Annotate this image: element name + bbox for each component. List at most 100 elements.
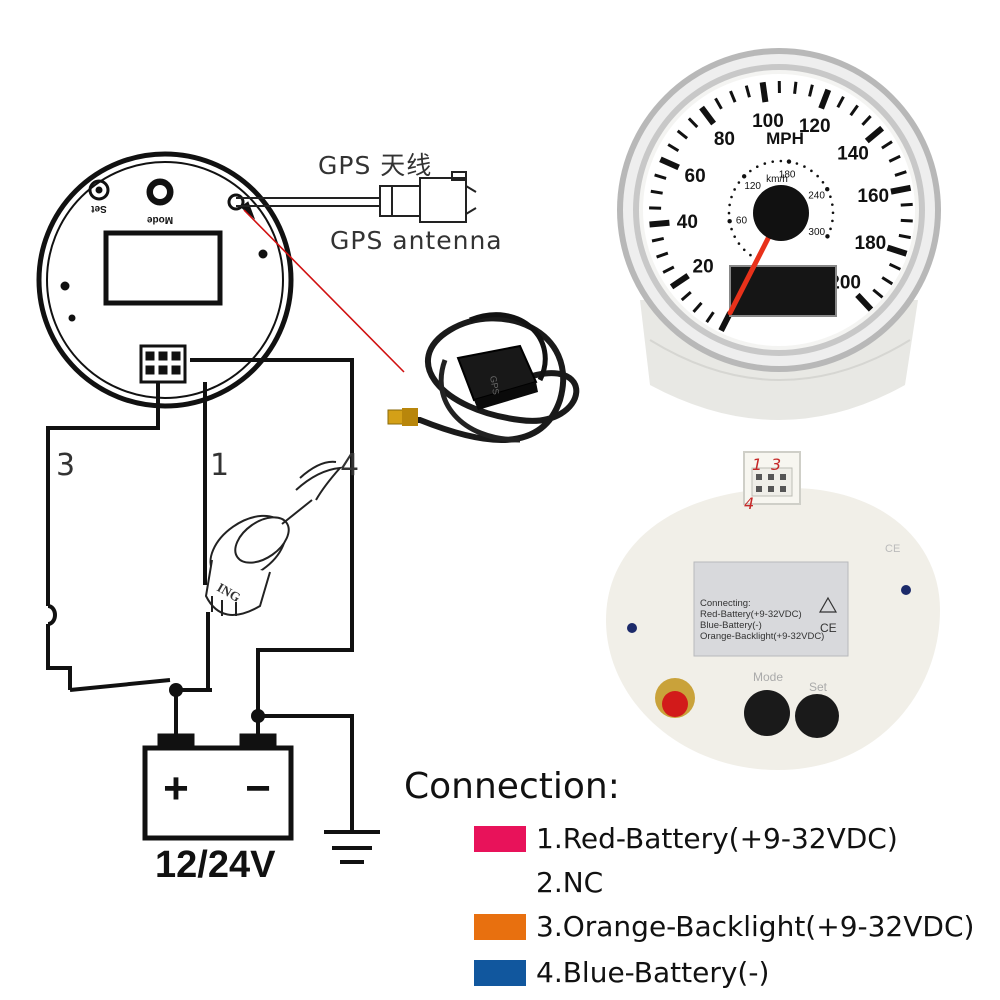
speedo-outer-tick-label: 180 [855,233,887,254]
speedo-inner-dot [825,186,830,192]
speedo-tick [654,173,667,180]
back-mode-label: Mode [753,670,783,684]
connection-title: Connection: [404,766,620,807]
speedo-tick [759,81,769,103]
speedo-tick [888,154,901,163]
speedo-ticks [649,80,913,332]
ignition-switch [204,460,343,616]
speedo-inner-dot [727,211,731,215]
speedo-outer-tick-label: 40 [677,212,698,233]
legend-item-orange: 3.Orange-Backlight(+9-32VDC) [474,910,974,943]
speedo-tick [900,218,913,223]
speedo-lcd [729,265,837,317]
speedo-inner-dot [816,174,819,178]
speedo-tick [881,140,893,150]
antenna-module-text: GPS [488,375,501,395]
speedo-tick [729,90,737,103]
speedo-inner-dot [795,162,799,165]
speedo-tick [898,233,911,240]
label-plate-text: Connecting: Red-Battery(+9-32VDC) Blue-B… [700,598,824,642]
speedo-tick [651,236,665,243]
speedometer-photo: 020406080100120140160180200 601201802403… [617,48,941,420]
speedo-outer-tick-label: 140 [837,144,869,165]
speedo-tick [855,292,874,312]
mode-label: Mode [147,214,174,225]
legend-text: 2.NC [536,866,604,899]
plate-ce-mark: CE [820,621,837,635]
speedo-outer-labels: 020406080100120140160180200 [677,111,889,309]
battery-voltage: 12/24V [155,844,276,886]
speedo-tick [808,84,814,97]
kmh-label: km/h [766,174,788,185]
speedo-outer-tick-label: 60 [685,166,706,187]
speedo-tick [872,288,884,299]
speedo-tick [793,81,798,94]
speedo-tick [849,104,859,117]
legend-text: 1.Red-Battery(+9-32VDC) [536,822,898,855]
speedo-inner-dot [810,169,813,173]
speedo-tick [680,290,692,302]
speedo-outer-tick-label: 120 [799,116,831,137]
speedo-inner-dot [831,211,835,215]
speedo-tick [714,97,723,110]
blue-swatch [474,959,526,986]
legend-text: 3.Orange-Backlight(+9-32VDC) [536,910,975,943]
speedo-outer-tick-label: 200 [829,273,861,294]
speedo-tick [692,301,703,313]
speedo-tick [836,96,845,109]
speedo-tick [699,105,716,126]
wire-number-1: 1 [210,448,230,483]
junction-dot [169,683,183,697]
antenna-cable-drawing [236,171,477,223]
speedo-inner-dot [829,195,832,199]
plate-line: Connecting: [700,598,751,609]
speedo-inner-dot [727,218,732,224]
pin-number-1: 1 [752,455,763,474]
pin-number-3: 3 [771,455,782,474]
speedo-inner-dot [742,248,746,252]
speedo-tick [659,156,680,171]
speedo-inner-dot [755,165,759,169]
red-swatch [474,825,526,852]
speedo-tick [888,262,902,271]
gps-antenna-label-en: GPS antenna [330,226,503,255]
speedo-tick [705,311,715,323]
speedo-tick [687,117,699,129]
speedo-inner-tick-label: 60 [736,215,748,226]
speedo-tick [900,202,913,207]
speedo-inner-tick-label: 120 [744,181,761,192]
wire-number-4: 4 [340,448,360,483]
speedo-tick [818,88,832,110]
plate-line: Blue-Battery(-) [700,620,762,631]
speedo-tick [662,265,675,274]
back-set-label: Set [809,680,828,694]
speedo-inner-dot [730,195,733,199]
speedo-tick [676,129,689,140]
speedo-tick [864,125,885,144]
speedo-tick [894,170,907,177]
speedo-inner-dot [728,203,731,207]
speedo-inner-dot [741,174,747,179]
speedo-tick [881,276,894,286]
gps-antenna-label-cn: GPS 天线 [318,151,433,180]
plate-line: Red-Battery(+9-32VDC) [700,609,802,620]
speedo-inner-dot [831,219,834,223]
speedo-inner-dot [771,160,775,163]
needle-hub [753,185,809,241]
speedo-inner-dot [829,227,832,231]
legend-text: 4.Blue-Battery(-) [536,956,770,989]
back-corner-mark: CE [885,543,900,555]
ground-symbol [324,830,380,864]
speedo-tick [886,244,908,257]
speedo-inner-dot [803,165,806,168]
speedo-tick [649,219,670,228]
speedo-outer-tick-label: 100 [752,111,784,132]
gps-antenna-photo: GPS [387,312,580,443]
speedo-tick [861,115,872,126]
battery-symbol [142,733,294,841]
speedo-inner-dot [831,203,834,206]
speedo-tick [669,273,690,290]
orange-swatch [474,913,526,940]
legend-item-blue: 4.Blue-Battery(-) [474,956,769,989]
